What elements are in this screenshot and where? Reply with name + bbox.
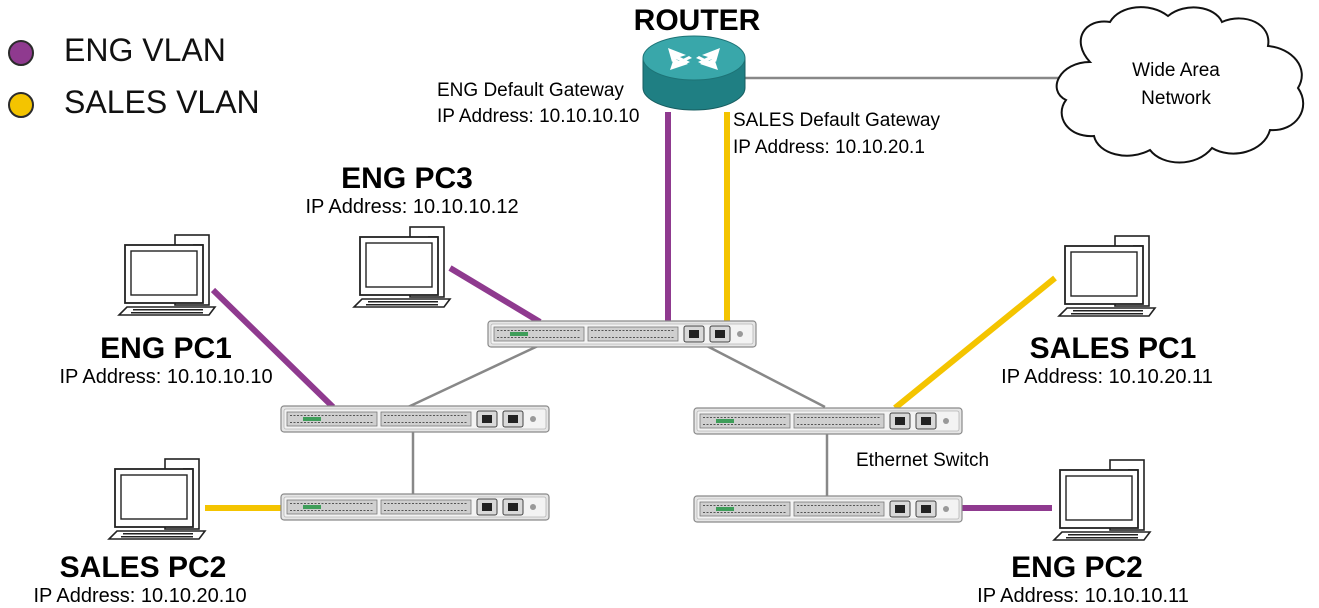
right-lower-switch	[693, 495, 963, 523]
eng-gateway-ip: IP Address: 10.10.10.10	[437, 106, 640, 127]
router-icon	[642, 35, 746, 111]
sales-pc1-computer-icon	[1058, 235, 1156, 317]
wan-label-line2: Network	[1141, 88, 1211, 109]
eng-vlan-legend-label: ENG VLAN	[64, 32, 226, 68]
ethernet-switch-label: Ethernet Switch	[856, 450, 990, 471]
eng-vlan-legend-dot	[8, 40, 34, 66]
eng-pc1-ip: IP Address: 10.10.10.10	[59, 366, 273, 388]
sales-pc2-computer-icon	[108, 458, 206, 540]
core-switch	[487, 320, 757, 348]
eng-pc2-computer-icon	[1053, 459, 1151, 541]
trunk-links	[407, 76, 1060, 497]
eng-pc3-name: ENG PC3	[341, 162, 473, 195]
eng-pc1-computer-icon	[118, 234, 216, 316]
sales-gateway-title: SALES Default Gateway	[733, 110, 940, 131]
left-lower-switch	[280, 493, 550, 521]
eng-pc1-link	[210, 287, 336, 410]
router-title: ROUTER	[633, 4, 761, 37]
eng-gateway-title: ENG Default Gateway	[437, 80, 624, 101]
sales-pc2-name: SALES PC2	[59, 551, 227, 584]
wan-cloud-icon	[1055, 6, 1305, 164]
wan-label-line1: Wide Area	[1132, 60, 1220, 81]
eng-pc2-ip: IP Address: 10.10.10.11	[977, 585, 1189, 607]
eng-pc3-link	[448, 265, 542, 325]
sales-pc2-ip: IP Address: 10.10.20.10	[33, 585, 247, 607]
eng-pc3-computer-icon	[353, 226, 451, 308]
left-access-switch	[280, 405, 550, 433]
sales-pc1-name: SALES PC1	[1029, 332, 1197, 365]
eng-pc2-name: ENG PC2	[1011, 551, 1143, 584]
eng-pc1-name: ENG PC1	[100, 332, 232, 365]
sales-pc1-ip: IP Address: 10.10.20.11	[1001, 366, 1213, 388]
sales-vlan-legend-label: SALES VLAN	[64, 84, 260, 120]
sales-gateway-ip: IP Address: 10.10.20.1	[733, 137, 925, 158]
right-access-switch	[693, 407, 963, 435]
sales-pc1-link	[893, 275, 1057, 411]
sales-vlan-legend-dot	[8, 92, 34, 118]
core-to-left-switch-link	[407, 343, 541, 409]
core-to-right-switch-link	[704, 343, 826, 409]
eng-pc3-ip: IP Address: 10.10.10.12	[305, 196, 519, 218]
